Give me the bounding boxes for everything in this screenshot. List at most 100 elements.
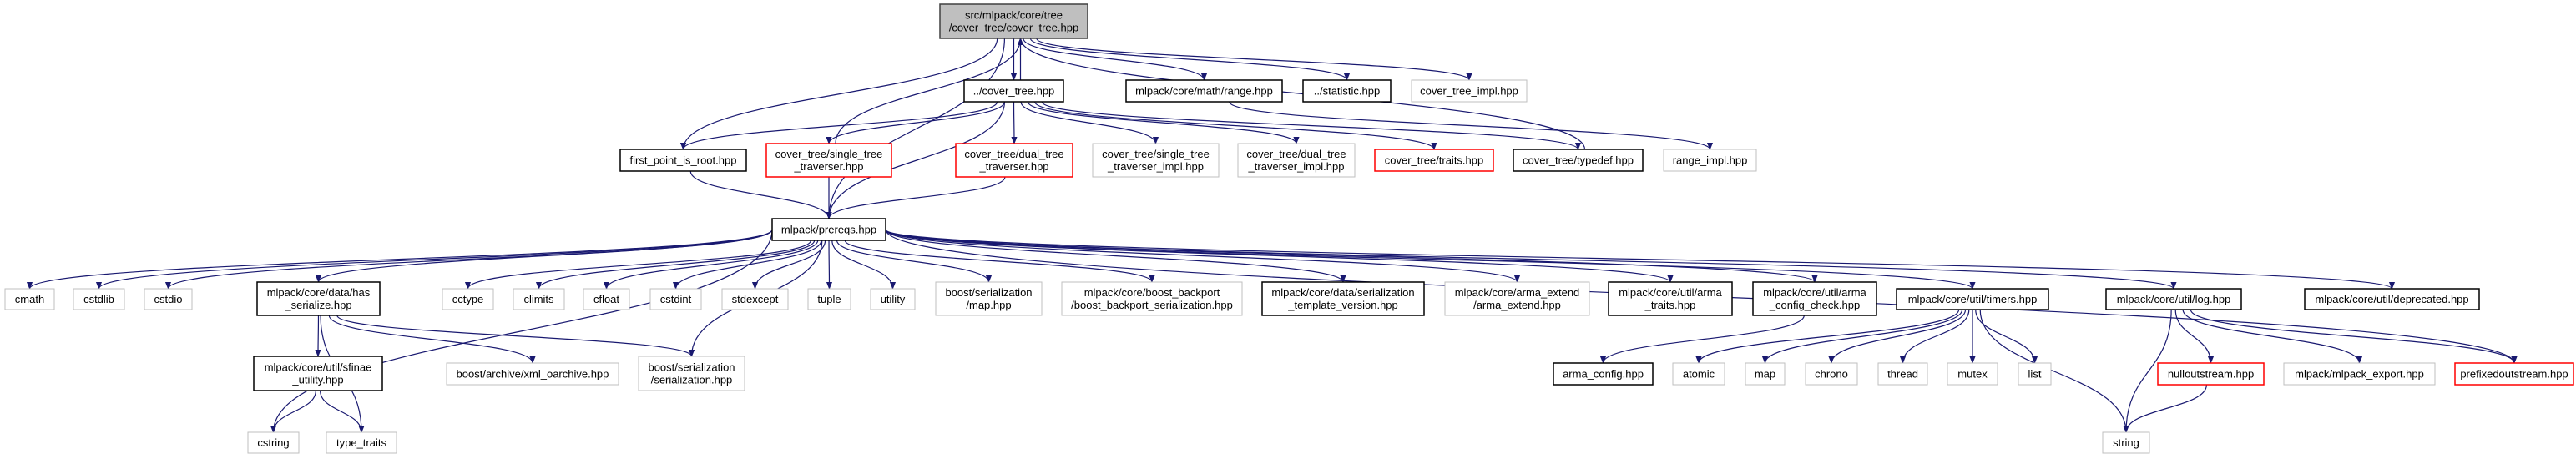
node-type_traits: type_traits [326,431,397,454]
node-box [1444,281,1590,316]
node-label: /cover_tree/cover_tree.hpp [949,22,1078,34]
edge-cover_tree-to-single_impl [1020,101,1159,144]
node-single_trav[interactable]: cover_tree/single_tree_traverser.hpp [765,143,892,178]
node-log[interactable]: mlpack/core/util/log.hpp [2105,288,2242,310]
node-prefixedoutstream[interactable]: prefixedoutstream.hpp [2454,362,2574,386]
edge-prereqs-to-boost_backport [844,240,1155,283]
node-box [2157,362,2265,386]
node-box [2304,288,2480,310]
node-box [1663,149,1757,172]
node-box [721,288,789,310]
node-sfinae[interactable]: mlpack/core/util/sfinae_utility.hpp [253,356,383,391]
node-typedef[interactable]: cover_tree/typedef.hpp [1513,149,1644,172]
edge-prereqs-to-cctype [465,240,811,290]
edge-log-to-string [2123,309,2172,433]
node-boost_map: boost/serialization/map.hpp [935,281,1043,316]
node-arma_traits[interactable]: mlpack/core/util/arma_traits.hpp [1608,281,1733,316]
node-box [1261,281,1425,316]
node-box [253,356,383,391]
node-box [939,3,1088,39]
node-cstdlib: cstdlib [73,288,125,310]
node-label: arma_config.hpp [1563,368,1644,381]
edge-prereqs-to-arma_extend [885,229,1520,283]
node-boost_backport: mlpack/core/boost_backport/boost_backpor… [1061,281,1243,316]
node-label: /arma_extend.hpp [1473,299,1561,311]
edge-cover_tree-to-traits [1034,101,1437,150]
edge-log-to-mlpack_export [2182,309,2363,364]
node-deprecated[interactable]: mlpack/core/util/deprecated.hpp [2304,288,2480,310]
node-label: mlpack/core/util/deprecated.hpp [2315,293,2468,305]
node-traits[interactable]: cover_tree/traits.hpp [1374,149,1494,172]
node-label: string [2113,436,2139,449]
edge-sfinae-to-type_traits [320,390,365,433]
node-label: cover_tree/dual_tree [1246,148,1346,160]
edge-timers-to-list [1975,309,2038,364]
node-box [1374,149,1494,172]
node-cctype: cctype [442,288,494,310]
node-label: chrono [1815,368,1848,381]
node-arma_config_check[interactable]: mlpack/core/util/arma_config_check.hpp [1752,281,1877,316]
node-climits: climits [513,288,565,310]
node-box [638,356,745,391]
edge-prereqs-to-log [885,229,2177,290]
node-box [247,431,300,454]
edge-prereqs-to-cstring [270,229,773,433]
node-cmath: cmath [4,288,55,310]
node-range[interactable]: mlpack/core/math/range.hpp [1125,79,1283,103]
node-arma_config[interactable]: arma_config.hpp [1553,362,1654,386]
node-label: tuple [817,293,841,305]
node-ser_template[interactable]: mlpack/core/data/serialization_template_… [1261,281,1425,316]
node-box [1513,149,1644,172]
node-has_serialize[interactable]: mlpack/core/data/has_serialize.hpp [256,281,381,316]
node-label: cover_tree/single_tree [775,148,883,160]
edge-log-to-prefixedoutstream [2190,309,2518,364]
node-box [1302,79,1392,103]
edge-prereqs-to-ser_template [885,229,1346,283]
edge-first_point-to-prereqs [689,170,832,219]
edge-root-to-range [1023,38,1208,81]
node-mutex: mutex [1947,362,1998,386]
node-box [1237,143,1356,178]
node-label: mlpack/core/util/arma [1763,286,1866,299]
node-cover_tree[interactable]: ../cover_tree.hpp [963,79,1064,103]
node-range_impl: range_impl.hpp [1663,149,1757,172]
node-label: _traits.hpp [1644,299,1696,311]
node-label: cstdint [660,293,692,305]
node-box [2454,362,2574,386]
node-label: mlpack/core/data/has [267,286,371,299]
node-root[interactable]: src/mlpack/core/tree/cover_tree/cover_tr… [939,3,1088,39]
node-utility: utility [870,288,916,310]
node-label: /serialization.hpp [651,374,733,386]
node-label: boost/serialization [945,286,1032,299]
edge-prereqs-to-cstdio [165,229,773,290]
edge-root-to-first_point [679,38,998,150]
edge-cover_tree-to-typedef [1041,101,1581,150]
node-box [2102,431,2150,454]
node-box [870,288,916,310]
node-label: cfloat [593,293,619,305]
node-label: _config_check.hpp [1769,299,1860,311]
node-nulloutstream[interactable]: nulloutstream.hpp [2157,362,2265,386]
edge-prereqs-to-has_serialize [316,229,773,283]
node-dual_trav[interactable]: cover_tree/dual_tree_traverser.hpp [955,143,1073,178]
node-cover_tree_impl: cover_tree_impl.hpp [1411,79,1528,103]
node-label: cctype [452,293,484,305]
node-statistic[interactable]: ../statistic.hpp [1302,79,1392,103]
node-timers[interactable]: mlpack/core/util/timers.hpp [1896,288,2049,310]
node-box [807,288,851,310]
node-prereqs[interactable]: mlpack/prereqs.hpp [771,218,886,241]
node-label: boost/archive/xml_oarchive.hpp [457,368,609,381]
node-first_point[interactable]: first_point_is_root.hpp [619,149,747,172]
node-box [1672,362,1725,386]
node-label: cover_tree/traits.hpp [1385,154,1484,167]
edge-dual_trav-to-prereqs [826,176,1006,219]
node-label: thread [1887,368,1918,381]
node-label: atomic [1683,368,1715,381]
edge-timers-to-atomic [1695,309,1960,364]
node-label: mlpack/core/util/arma [1619,286,1722,299]
node-box [1608,281,1733,316]
edge-cover_tree-to-first_point [680,101,998,150]
node-label: climits [523,293,554,305]
node-list: list [2018,362,2052,386]
edge-log-to-nulloutstream [2174,309,2215,364]
